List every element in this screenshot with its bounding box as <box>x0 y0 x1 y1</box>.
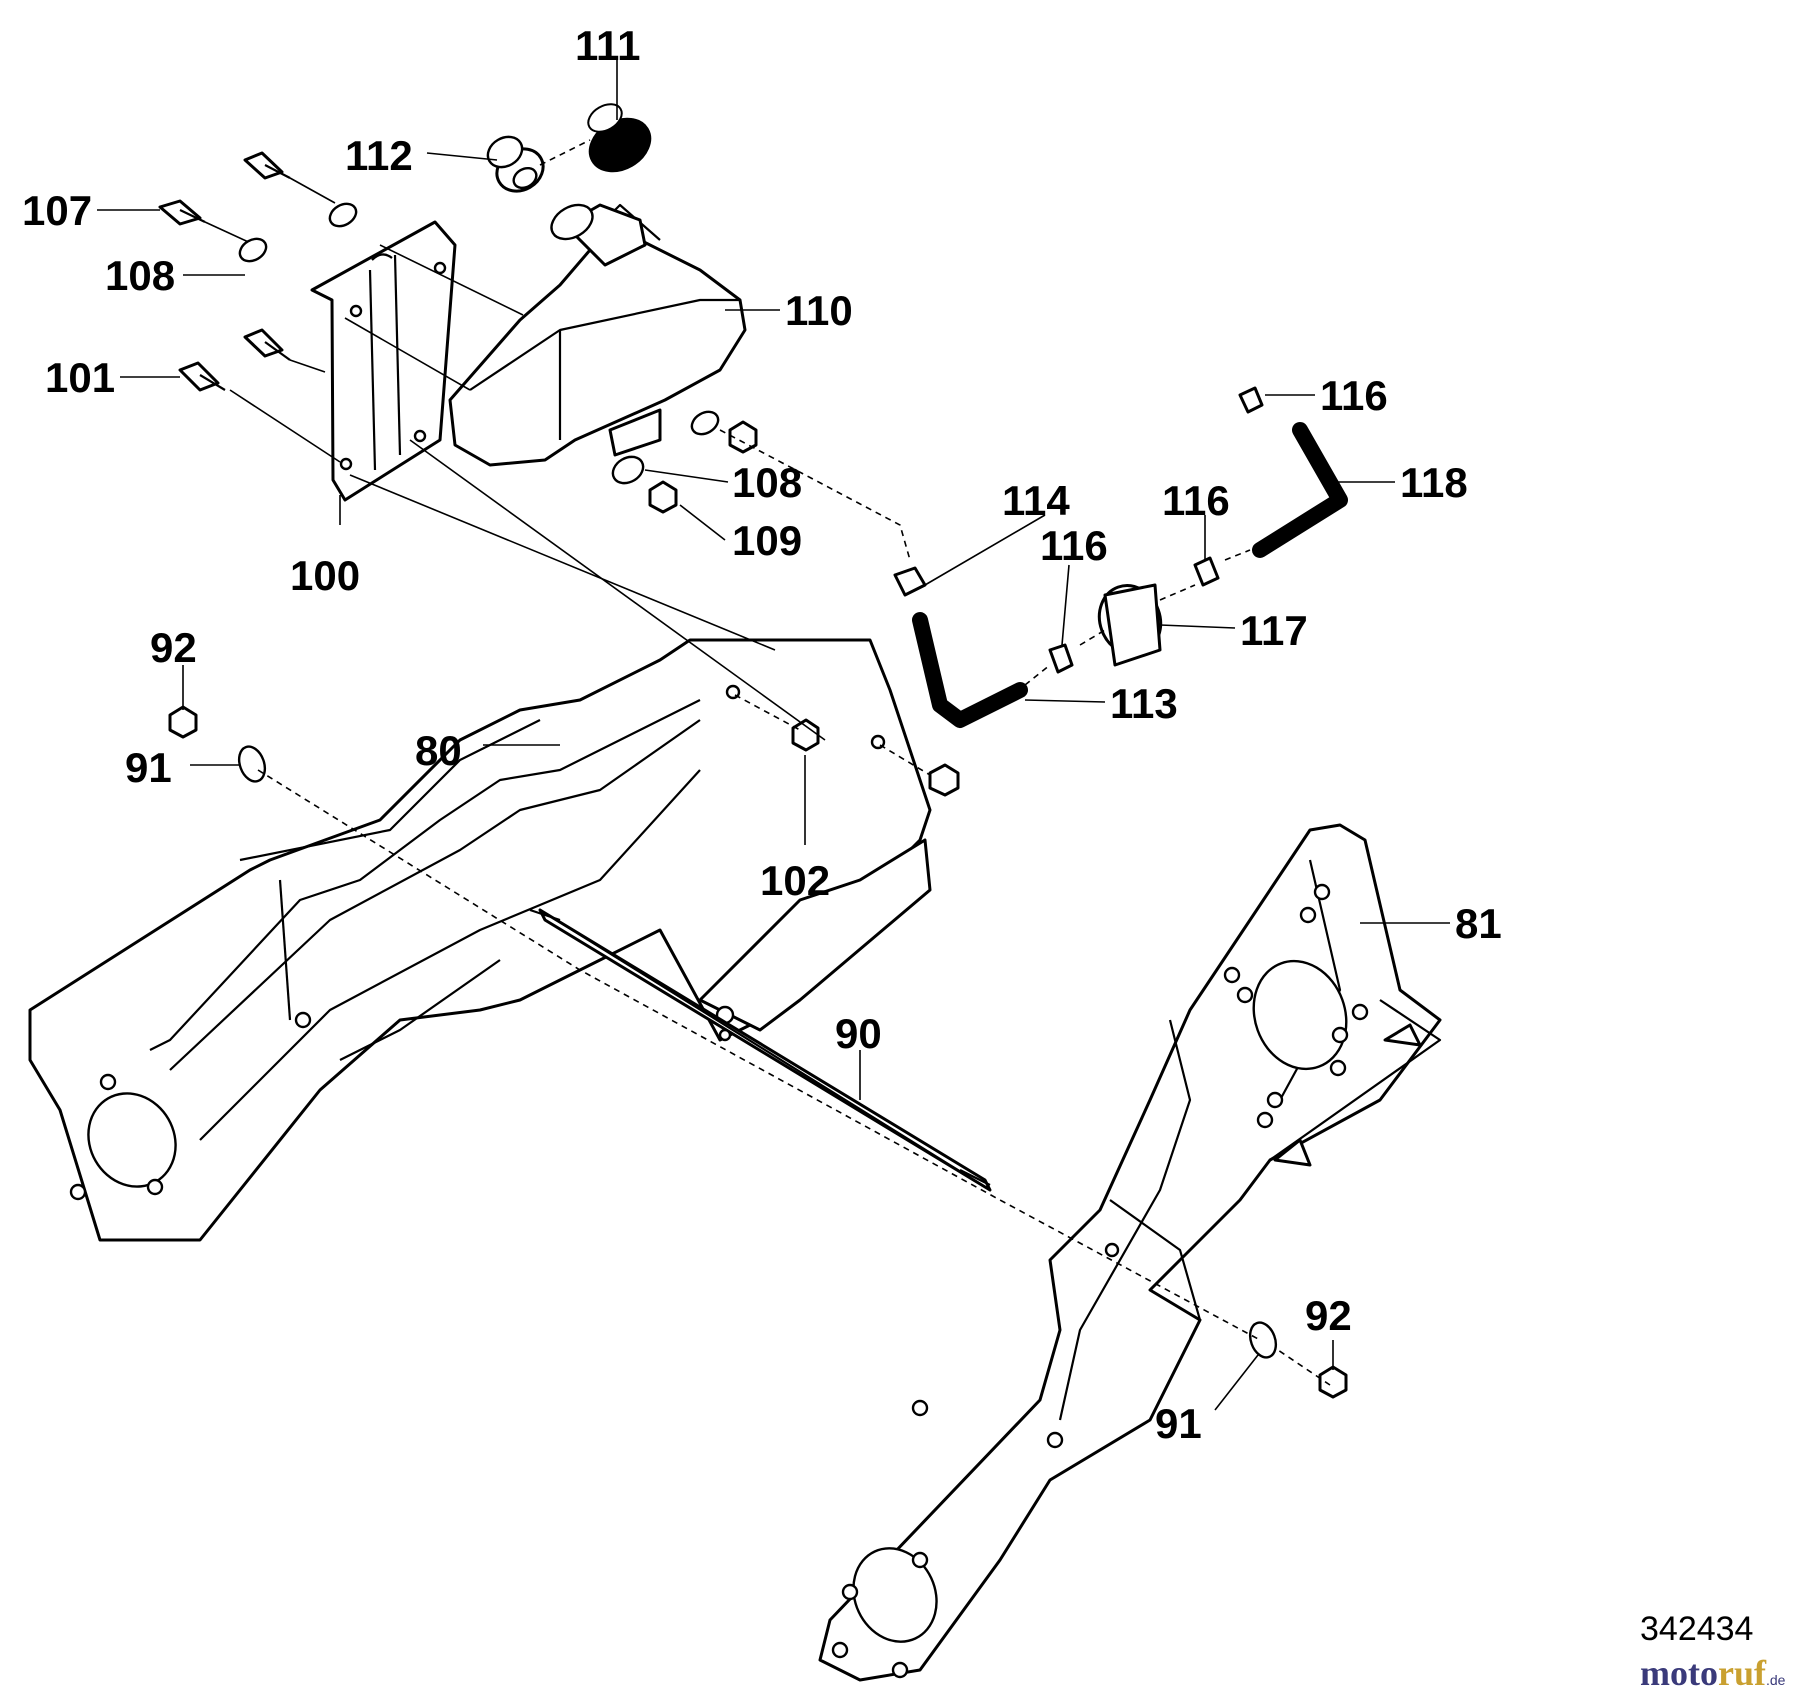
callout-108: 108 <box>732 459 802 506</box>
fuel-line-118 <box>1252 422 1348 558</box>
bolt-upper <box>243 151 336 204</box>
bearing-hole <box>1252 959 1348 1071</box>
shaft-90 <box>529 908 992 1192</box>
callout-113: 113 <box>1110 680 1178 727</box>
nut-102 <box>791 718 820 752</box>
callout-110: 110 <box>785 287 853 334</box>
washer-91-left <box>237 745 267 783</box>
nut-92-right <box>1318 1365 1348 1399</box>
washer-108 <box>238 237 268 263</box>
callout-91: 91 <box>1155 1400 1202 1447</box>
callout-92: 92 <box>1305 1292 1352 1339</box>
callout-109: 109 <box>732 517 802 564</box>
nut-right-plate <box>928 763 960 797</box>
callout-92: 92 <box>150 624 197 671</box>
clamp-116a <box>1238 386 1264 414</box>
callout-116: 116 <box>1040 522 1108 569</box>
right-side-plate-81 <box>818 823 1442 1682</box>
fuel-cap-111 <box>587 103 652 173</box>
callout-118: 118 <box>1400 459 1468 506</box>
left-side-plate-80 <box>28 638 932 1242</box>
callout-91: 91 <box>125 744 172 791</box>
callout-101: 101 <box>45 354 115 401</box>
washer-108b <box>611 455 645 485</box>
nut-109 <box>648 480 678 514</box>
washer-91-right <box>1248 1321 1278 1359</box>
bolt-mid <box>243 328 291 361</box>
nut-right <box>728 420 758 454</box>
callout-116: 116 <box>1320 372 1388 419</box>
callout-80: 80 <box>415 727 462 774</box>
washer-upper <box>328 202 358 228</box>
callout-81: 81 <box>1455 900 1502 947</box>
callout-102: 102 <box>760 857 830 904</box>
fuel-tank-110 <box>448 203 747 467</box>
callout-111: 111 <box>575 22 640 69</box>
callout-108: 108 <box>105 252 175 299</box>
washer-right <box>690 410 720 436</box>
document-number: 342434 <box>1640 1610 1753 1648</box>
clamp-114 <box>893 566 927 597</box>
callout-114: 114 <box>1002 477 1070 524</box>
callout-107: 107 <box>22 187 92 234</box>
fuel-filter-117 <box>1097 583 1163 667</box>
callout-90: 90 <box>835 1010 882 1057</box>
watermark-logo: motoruf.de <box>1640 1653 1786 1693</box>
bolt-101 <box>178 361 226 392</box>
bolt-107 <box>158 199 256 246</box>
tank-bracket-100 <box>310 220 457 502</box>
callout-117: 117 <box>1240 607 1308 654</box>
clamp-116b <box>1048 643 1074 674</box>
callout-116: 116 <box>1162 477 1230 524</box>
fuel-line-113 <box>912 612 1028 728</box>
callout-100: 100 <box>290 552 360 599</box>
nut-92-left <box>168 705 198 739</box>
clamp-116c <box>1193 556 1220 587</box>
callout-112: 112 <box>345 132 413 179</box>
